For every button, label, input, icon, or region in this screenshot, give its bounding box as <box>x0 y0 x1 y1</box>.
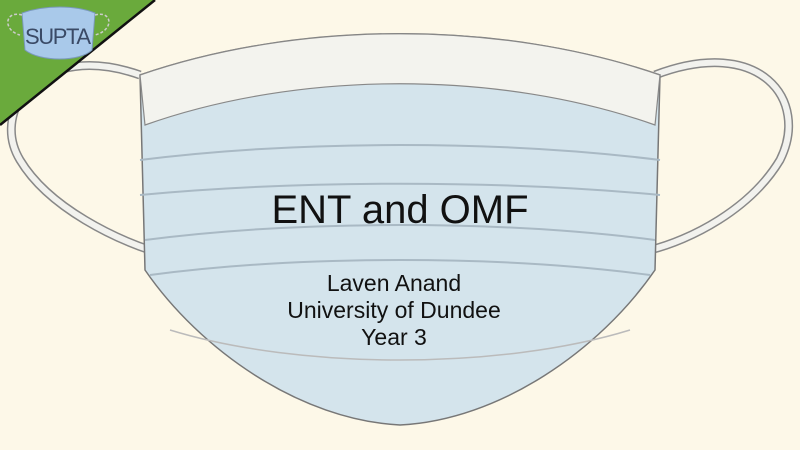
svg-text:SUPTA: SUPTA <box>25 24 91 49</box>
supta-logo: SUPTA <box>7 6 110 60</box>
author-name: Laven Anand <box>326 270 462 296</box>
slide-title: ENT and OMF <box>271 188 529 232</box>
institution: University of Dundee <box>287 297 501 323</box>
year: Year 3 <box>361 324 427 350</box>
